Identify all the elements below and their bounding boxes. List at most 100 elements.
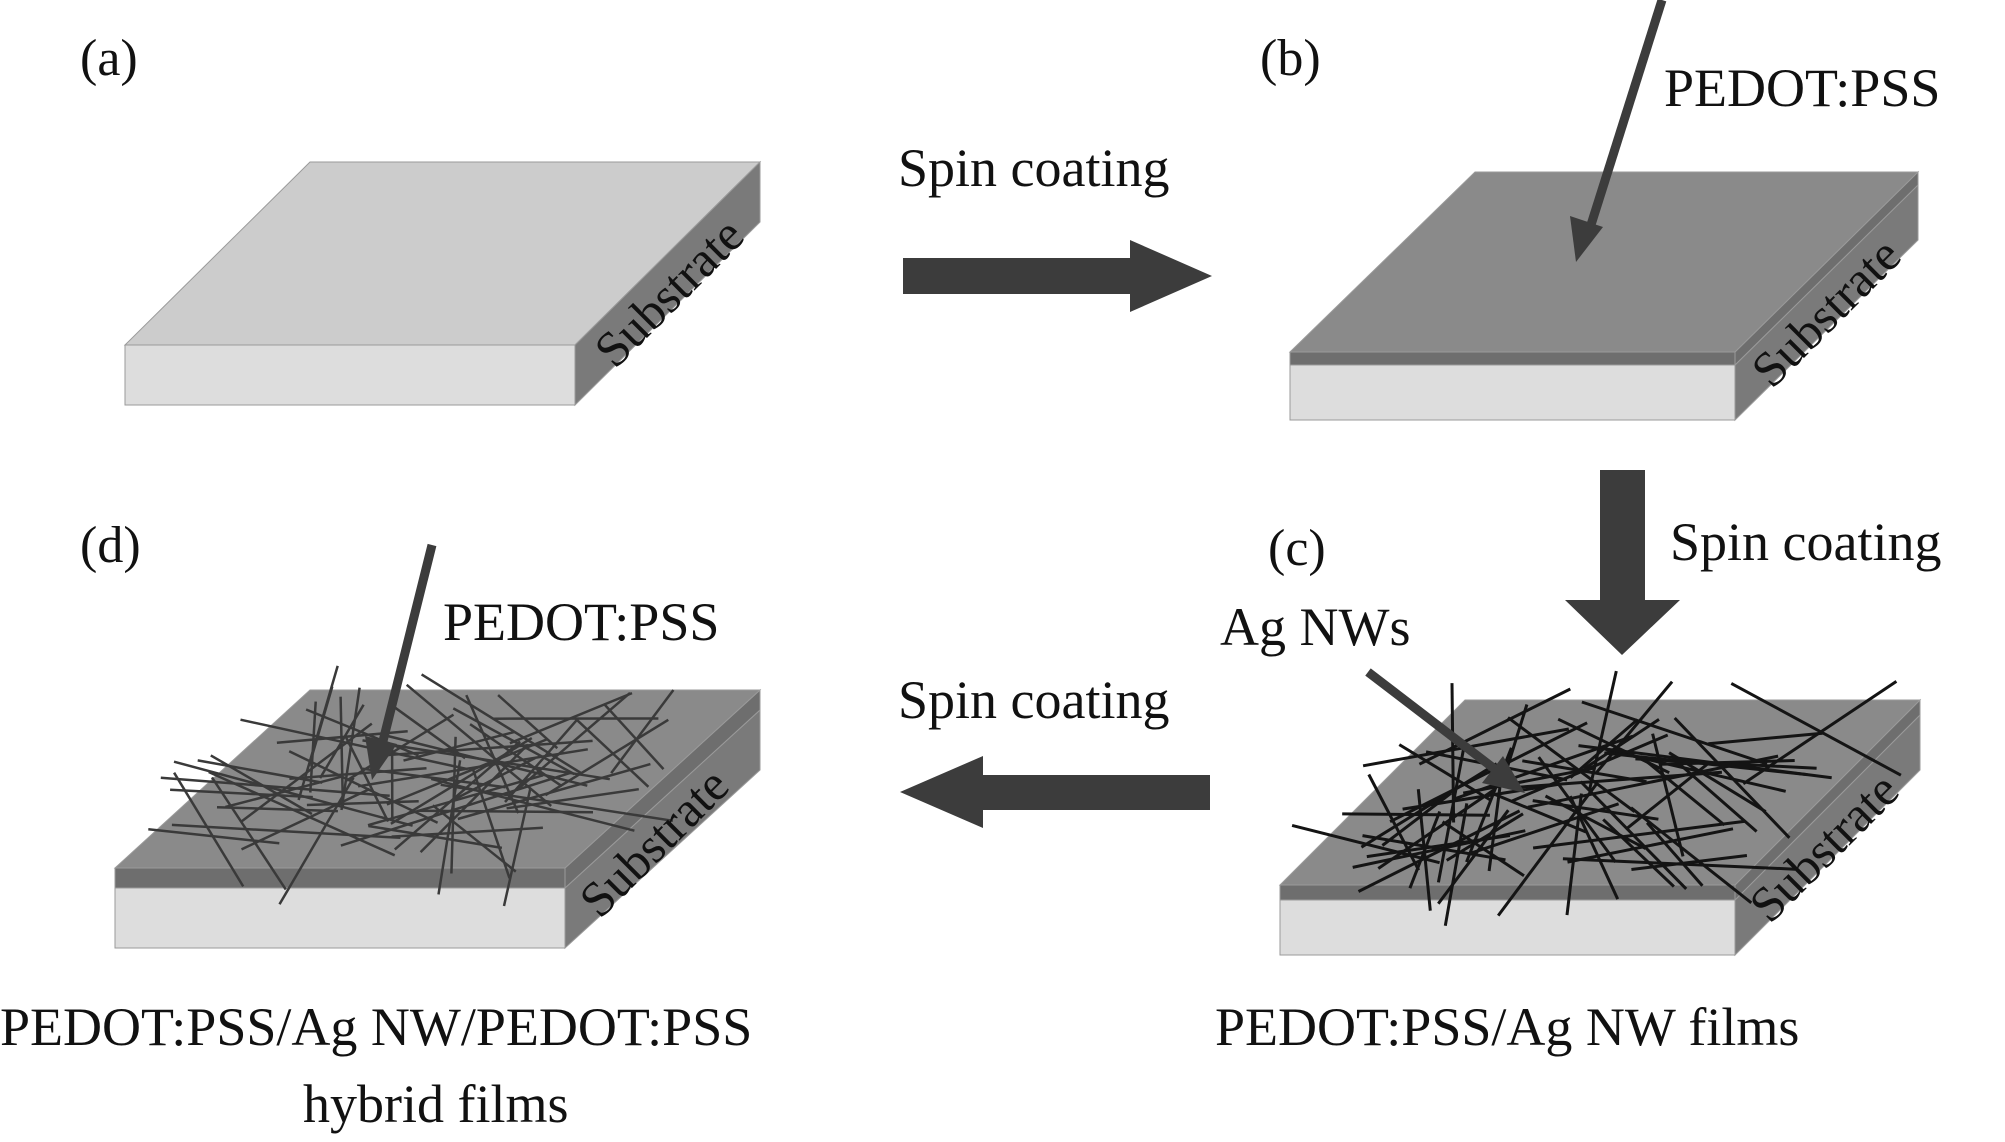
panel-a: (a) Substrate [80,30,762,407]
nanowire [391,826,543,838]
nanowire [1565,793,1583,916]
panel-d-label: (d) [80,517,141,574]
nanowire [1581,700,1768,766]
step-arrow-c-to-d: Spin coating [898,670,1210,828]
nanowire [340,771,571,847]
coated-slab-b [1288,170,1920,422]
nanowire [450,736,457,874]
nanowire [340,687,361,811]
nanowire [393,705,466,760]
nanowire [603,703,665,770]
nanowire [610,689,675,774]
nanowire [362,767,506,789]
pointer-arrow-head-icon [365,736,397,780]
nanowire [173,760,413,827]
nanowire [440,783,674,823]
nanowire [506,787,639,810]
embedded-nanowire-network [148,665,675,907]
nanowire [1443,803,1469,926]
down-arrow-icon [1565,470,1680,655]
panel-c: (c) Substrate Ag NWs PEDOT:PSS/Ag NW fil… [1215,520,1922,1057]
nanowire [240,718,468,771]
nanowire [278,777,355,905]
panel-d: (d) Substrate PEDOT:PSS PEDOT:PSS/Ag NW/… [0,517,762,1134]
nanowire [1377,788,1496,870]
nanowire [306,799,419,807]
nanowire [368,824,503,850]
nanowire [197,759,323,784]
nanowire [1673,758,1758,833]
pedot-layer-front [114,867,566,889]
ag-nws-label: Ag NWs [1220,597,1410,657]
nanowire [1639,755,1726,827]
nanowire [452,756,536,801]
nanowire [173,772,245,888]
nanowire [1579,780,1688,890]
nanowire [216,805,338,813]
nanowire [288,750,439,824]
nanowire [502,787,532,907]
nanowire [1587,670,1618,791]
nanowire [1291,823,1440,865]
nanowire [574,717,650,788]
nanowire [1630,806,1753,904]
nanowire [1532,799,1659,821]
nanowire [1673,716,1791,839]
silver-nanowire-network [1291,670,1902,926]
panel-b: (b) Substrate PEDOT:PSS [1260,0,1940,422]
nanowire [1357,809,1521,893]
nanowire [1569,718,1639,779]
nanowire [1360,762,1498,849]
substrate-front-face [124,344,576,406]
pedot-layer-front [1289,351,1736,366]
nanowire [452,707,575,776]
nanowire [432,804,517,873]
nanowire [367,774,544,827]
nanowire [1668,751,1767,813]
nanowire [1730,682,1902,777]
nanowire [1604,751,1808,777]
nanowire [1342,812,1490,817]
step-a-to-b-label: Spin coating [898,138,1169,198]
nanowire [465,694,520,814]
right-arrow-icon [903,240,1212,312]
caption-d-line-2: hybrid films [303,1074,569,1134]
step-c-to-d-label: Spin coating [898,670,1169,730]
nanowire [1517,770,1723,789]
nanowire [210,776,287,891]
nanowire [1389,721,1588,824]
substrate-front-face [1289,364,1736,421]
nanowire [1367,773,1421,871]
substrate-slab-a [123,160,762,407]
nanowire [171,823,401,840]
nanowire [170,788,313,799]
nanowire [1381,791,1453,847]
nanowire [1507,716,1636,813]
nanowire [307,686,334,767]
step-arrow-a-to-b: Spin coating [898,138,1212,312]
pointer-arrow-head-icon [1482,756,1525,793]
nanowire [240,787,371,851]
substrate-front-face [1279,899,1736,956]
caption-d-line-1: PEDOT:PSS/Ag NW/PEDOT:PSS [0,997,752,1057]
substrate-front-face [114,887,566,949]
nanowire [1602,818,1675,888]
nanowire [1362,834,1506,862]
nanowire [1708,731,1823,746]
nanowire [504,717,580,803]
step-b-to-c-label: Spin coating [1670,512,1941,572]
pointer-arrow-head-icon [1570,216,1603,262]
nanowire [1567,827,1734,864]
nanowire [1450,683,1456,823]
pointer-arrow-line [1585,0,1667,230]
panel-b-label: (b) [1260,30,1321,87]
nanowire [160,776,390,798]
substrate-side-face [574,160,761,407]
nanowire [1437,809,1510,905]
pedot-pss-label-b: PEDOT:PSS [1664,58,1940,118]
nanowire [1594,680,1674,775]
pedot-layer-top [1288,171,1920,353]
nanowire [357,748,588,788]
